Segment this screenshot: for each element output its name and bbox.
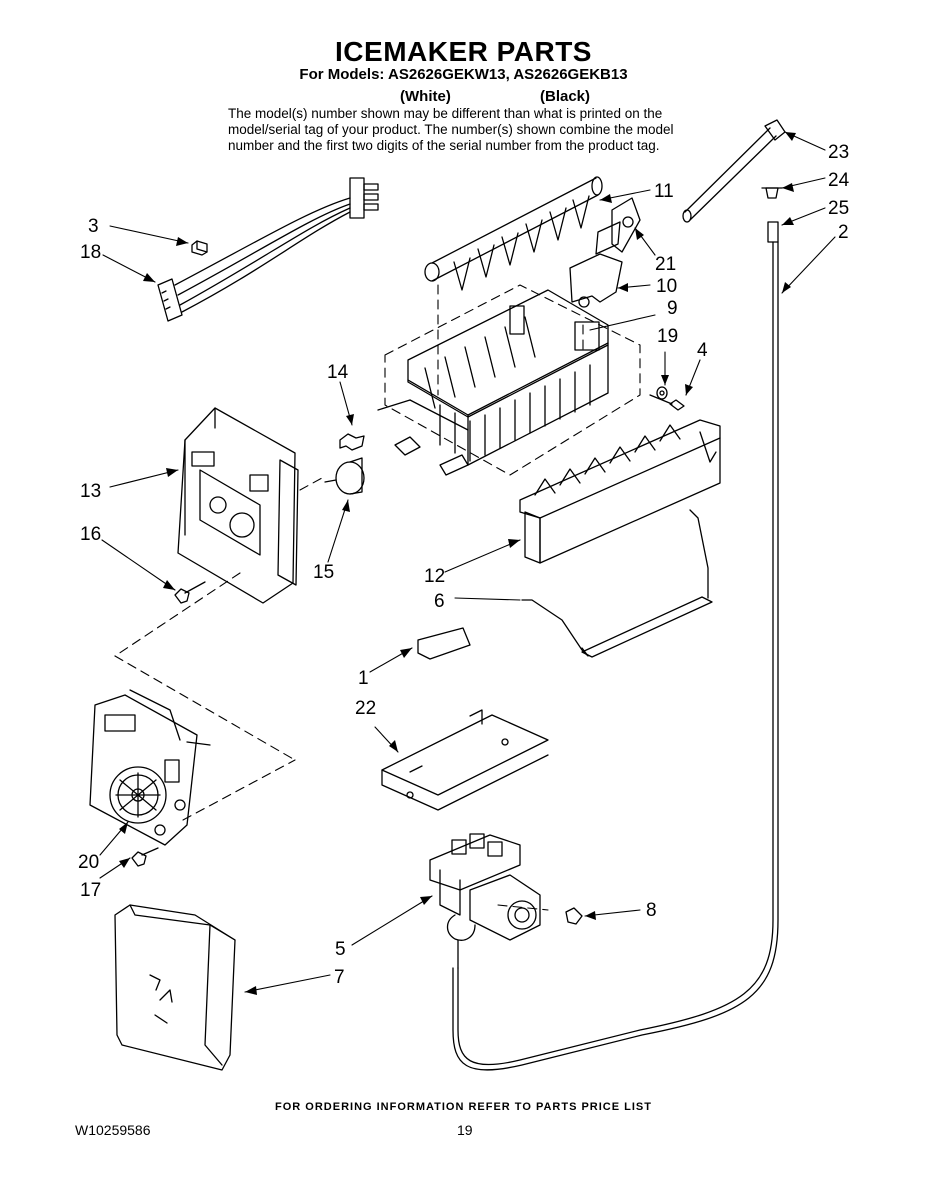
page-title: ICEMAKER PARTS (335, 36, 592, 67)
grommet-part-24 (761, 187, 783, 199)
callout-25: 25 (828, 198, 849, 219)
callout-10: 10 (656, 276, 677, 297)
callout-3: 3 (88, 216, 99, 237)
ejector-part-11 (424, 176, 603, 291)
front-cover-part-7 (114, 904, 236, 1071)
note-line: number and the first two digits of the s… (228, 138, 660, 153)
water-tube-part-2 (452, 241, 779, 1071)
callout-leaders (99, 131, 836, 993)
callout-19: 19 (657, 326, 678, 347)
callout-20: 20 (78, 852, 99, 873)
mounting-plate-part-22 (381, 709, 549, 811)
water-valve-part-5 (429, 833, 541, 969)
callout-14: 14 (327, 362, 349, 383)
callout-6: 6 (434, 591, 445, 612)
document-number: W10259586 (75, 1122, 151, 1138)
bearing-part-21 (611, 197, 641, 253)
color-black-label: (Black) (540, 88, 591, 105)
shield-part-1 (417, 627, 471, 660)
wire-harness-part-18 (157, 177, 379, 322)
screw-part-16 (174, 581, 206, 604)
model-number-note: The model(s) number shown may be differe… (228, 106, 728, 154)
callout-16: 16 (80, 524, 101, 545)
insert-part-25 (767, 221, 779, 243)
ordering-info: FOR ORDERING INFORMATION REFER TO PARTS … (275, 1101, 652, 1113)
shutoff-arm-part-6 (521, 509, 713, 658)
callout-7: 7 (334, 967, 345, 988)
fill-tube-part-23 (682, 119, 786, 223)
screw-part-8 (565, 907, 583, 925)
callout-2: 2 (838, 222, 849, 243)
page-number: 19 (457, 1122, 473, 1138)
callout-21: 21 (655, 254, 676, 275)
callout-11: 11 (654, 181, 674, 202)
screw-part-17 (131, 847, 159, 867)
leader-arrowheads (119, 132, 796, 995)
motor-module-part-20 (89, 689, 211, 846)
callout-15: 15 (313, 562, 334, 583)
note-line: The model(s) number shown may be differe… (228, 106, 663, 121)
mold-part-9 (377, 289, 609, 476)
models-line: For Models: AS2626GEKW13, AS2626GEKB13 (299, 66, 628, 83)
clip-part-3 (191, 240, 208, 256)
callout-13: 13 (80, 481, 101, 502)
callout-4: 4 (697, 340, 708, 361)
callout-23: 23 (828, 142, 849, 163)
callout-1: 1 (358, 668, 369, 689)
callout-numbers: 1 2 3 4 5 6 7 8 9 10 11 12 13 14 15 16 1… (78, 142, 850, 988)
thermostat-part-15 (324, 457, 365, 495)
control-housing-part-13 (177, 407, 299, 604)
screw-part-4 (649, 394, 685, 411)
callout-8: 8 (646, 900, 657, 921)
callout-12: 12 (424, 566, 445, 587)
stripper-part-12 (519, 419, 721, 564)
callout-17: 17 (80, 880, 101, 901)
callout-22: 22 (355, 698, 376, 719)
callout-5: 5 (335, 939, 346, 960)
thermostat-clip-part-14 (339, 433, 365, 451)
callout-18: 18 (80, 242, 101, 263)
color-white-label: (White) (400, 88, 451, 105)
dashed-assembly-lines (114, 284, 641, 911)
bracket-part-10 (569, 221, 623, 308)
washer-part-19 (656, 386, 668, 400)
callout-9: 9 (667, 298, 678, 319)
note-line: model/serial tag of your product. The nu… (228, 122, 674, 137)
callout-24: 24 (828, 170, 850, 191)
